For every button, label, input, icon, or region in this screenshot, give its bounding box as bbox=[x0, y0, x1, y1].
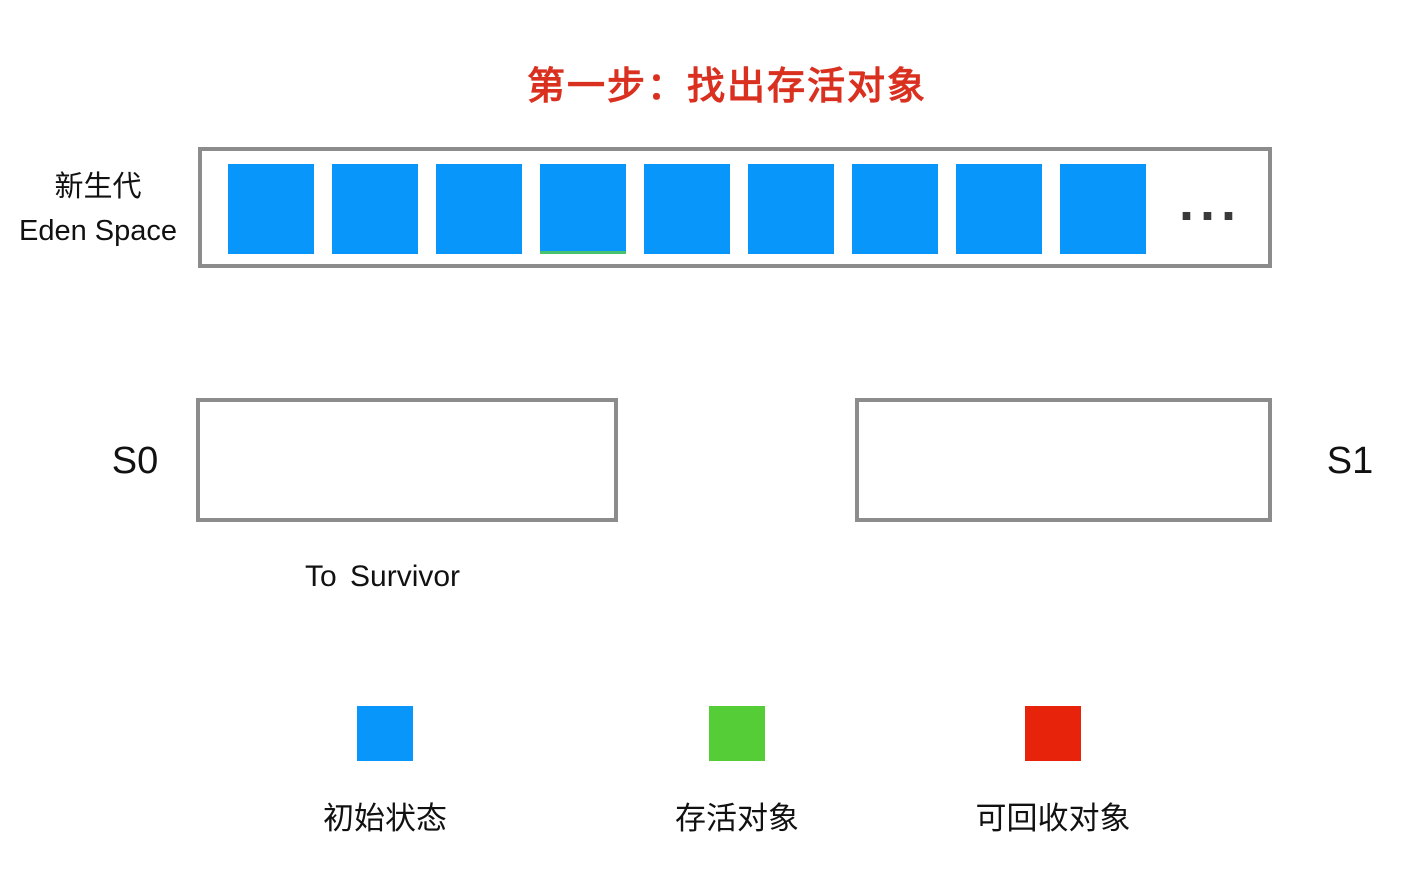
eden-object-cell bbox=[1060, 164, 1146, 254]
eden-object-cell bbox=[644, 164, 730, 254]
s0-label: S0 bbox=[111, 440, 159, 482]
eden-space-box: ... bbox=[198, 147, 1272, 268]
legend-item-alive-object: 存活对象 bbox=[637, 706, 837, 838]
eden-label-zh: 新生代 bbox=[54, 171, 142, 203]
eden-object-cell bbox=[956, 164, 1042, 254]
alive-object-label: 存活对象 bbox=[675, 801, 799, 836]
legend-item-recyclable-object: 可回收对象 bbox=[953, 706, 1153, 838]
initial-state-swatch bbox=[357, 706, 413, 761]
eden-object-cell bbox=[332, 164, 418, 254]
legend-item-initial-state: 初始状态 bbox=[285, 706, 485, 838]
recyclable-object-swatch bbox=[1025, 706, 1081, 761]
eden-cells-row bbox=[228, 164, 1146, 254]
more-objects-ellipsis: ... bbox=[1178, 172, 1242, 232]
alive-object-swatch bbox=[709, 706, 765, 761]
eden-object-cell bbox=[852, 164, 938, 254]
survivor-hint-strip bbox=[540, 251, 626, 254]
recyclable-object-label: 可回收对象 bbox=[975, 801, 1131, 836]
page-title: 第一步：找出存活对象 bbox=[526, 66, 927, 108]
eden-object-cell bbox=[436, 164, 522, 254]
eden-label-en: Eden Space bbox=[18, 215, 177, 247]
s1-survivor-box bbox=[855, 398, 1272, 522]
eden-object-cell bbox=[228, 164, 314, 254]
eden-object-cell bbox=[540, 164, 626, 254]
eden-object-cell bbox=[748, 164, 834, 254]
initial-state-label: 初始状态 bbox=[323, 801, 447, 836]
s1-label: S1 bbox=[1326, 440, 1374, 482]
to-survivor-label: To Survivor bbox=[305, 560, 461, 593]
s0-survivor-box bbox=[196, 398, 618, 522]
eden-space-label: 新生代 Eden Space bbox=[0, 165, 196, 253]
